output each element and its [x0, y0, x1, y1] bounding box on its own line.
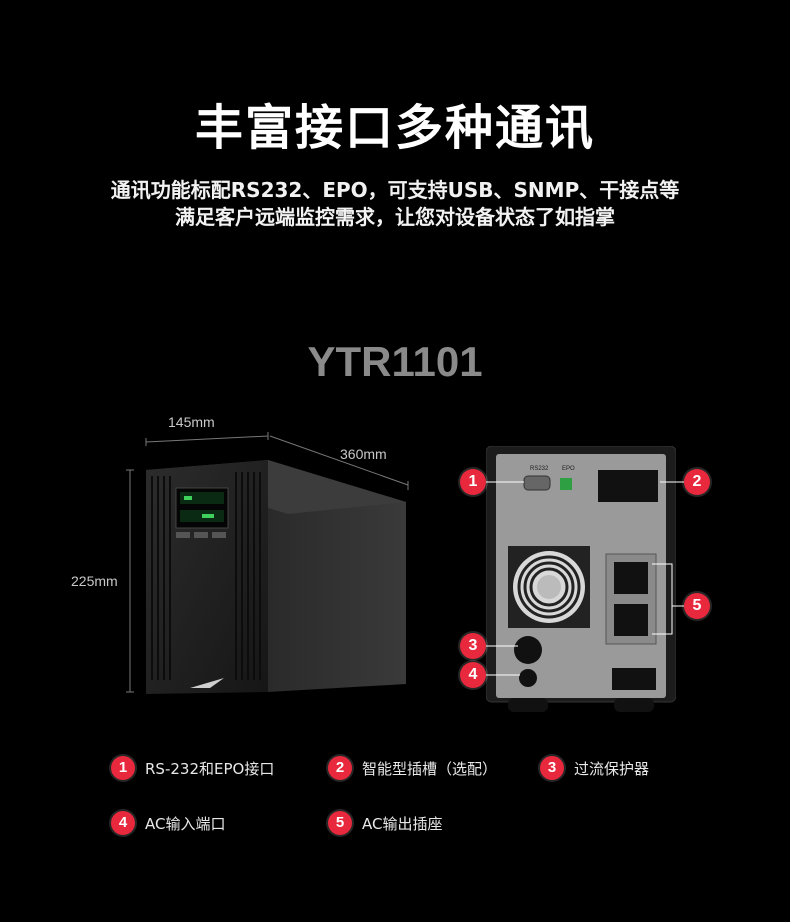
page-title: 丰富接口多种通讯 [194, 100, 595, 156]
rs232-port-label: RS232 [530, 466, 549, 472]
ups-front-view-image [126, 432, 409, 694]
callout-badge-5: 5 [684, 593, 710, 619]
callout-badge-1: 1 [460, 469, 486, 495]
callout-badge-4: 4 [460, 662, 486, 688]
ups-button-3 [212, 532, 226, 538]
legend-item-smart-slot: 2 智能型插槽（选配） [328, 756, 497, 780]
ups-logo [190, 678, 224, 688]
legend-badge: 2 [328, 756, 352, 780]
callout-badge-3: 3 [460, 633, 486, 659]
legend-item-rs232-epo: 1 RS-232和EPO接口 [111, 756, 274, 780]
smart-slot [598, 470, 658, 502]
ups-rear-view-image: RS232 EPO [486, 446, 676, 712]
subtitle-line-2: 满足客户远端监控需求，让您对设备状态了如指掌 [175, 205, 615, 229]
epo-port [560, 478, 572, 490]
epo-port-label: EPO [562, 466, 575, 472]
ac-input-port [519, 669, 537, 687]
rs232-port [523, 475, 551, 491]
legend-item-ac-output: 5 AC输出插座 [328, 811, 442, 835]
legend-item-ac-input: 4 AC输入端口 [111, 811, 225, 835]
ups-button-2 [194, 532, 208, 538]
dimension-lines [126, 432, 409, 693]
width-dimension-label: 145mm [168, 414, 215, 430]
legend-label: 智能型插槽（选配） [362, 759, 498, 778]
ups-side-panel [268, 460, 406, 692]
model-name: YTR1101 [307, 338, 483, 385]
ac-outlet-1 [614, 562, 648, 594]
height-dimension-label: 225mm [71, 573, 118, 589]
legend-badge: 3 [540, 756, 564, 780]
legend-label: RS-232和EPO接口 [145, 759, 275, 778]
legend-label: 过流保护器 [574, 759, 650, 778]
callout-badge-2: 2 [684, 469, 710, 495]
legend-label: AC输出插座 [362, 814, 443, 833]
ac-input-block [612, 668, 656, 690]
subtitle-line-1: 通讯功能标配RS232、EPO，可支持USB、SNMP、干接点等 [110, 178, 680, 202]
circuit-breaker [514, 636, 542, 664]
legend-item-breaker: 3 过流保护器 [540, 756, 649, 780]
ac-outlet-2 [614, 604, 648, 636]
ups-front-vents [151, 472, 261, 680]
ups-button-1 [176, 532, 190, 538]
legend-badge: 1 [111, 756, 135, 780]
legend-badge: 4 [111, 811, 135, 835]
legend-label: AC输入端口 [145, 814, 226, 833]
legend-badge: 5 [328, 811, 352, 835]
depth-dimension-label: 360mm [340, 446, 387, 462]
